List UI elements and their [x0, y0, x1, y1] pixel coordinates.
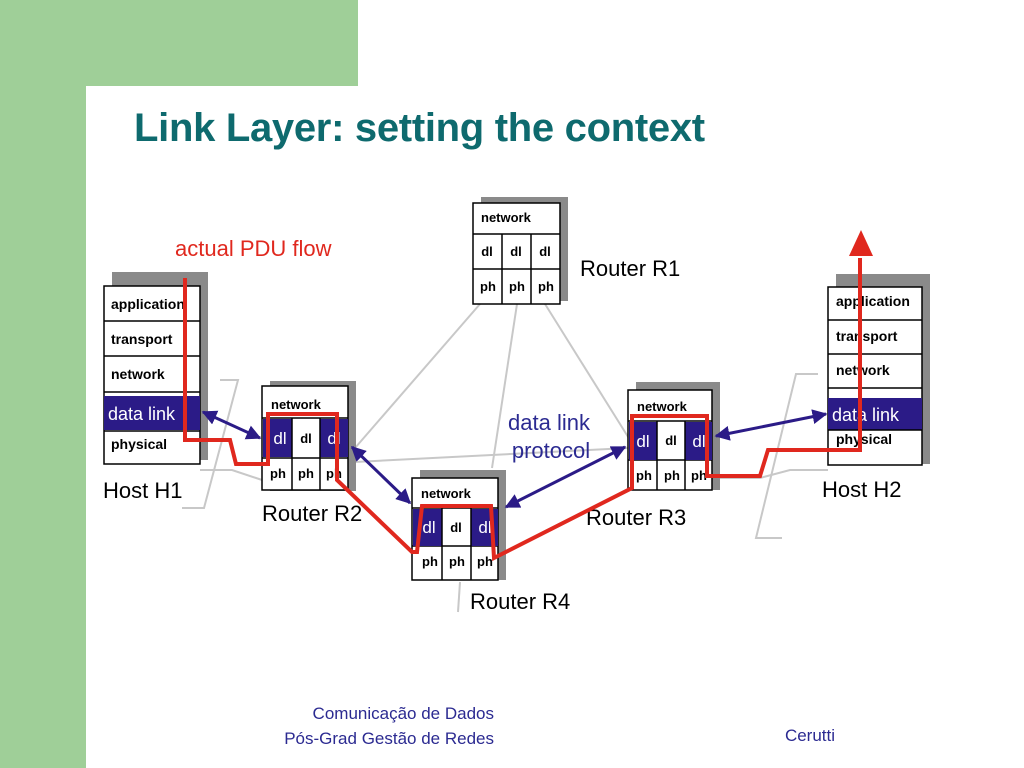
h2-layer-network: network [836, 362, 890, 378]
h1-name: Host H1 [103, 478, 182, 503]
r3-dl-1: dl [636, 432, 649, 451]
footer-course: Comunicação de Dados Pós-Grad Gestão de … [200, 701, 494, 751]
link-r1-r3 [544, 303, 631, 441]
r3-ph-1: ph [636, 468, 652, 483]
data-link-arrows [201, 409, 828, 509]
wire-h2 [754, 373, 818, 539]
pdu-flow-label: actual PDU flow [175, 236, 332, 261]
dl-arrow-r3-h2 [714, 409, 828, 441]
r3-ph-3: ph [691, 468, 707, 483]
link-r1-r2 [354, 303, 481, 449]
r2-name: Router R2 [262, 501, 362, 526]
r3-name: Router R3 [586, 505, 686, 530]
link-h1-r2 [200, 469, 263, 481]
r1-dl-3: dl [539, 244, 551, 259]
dl-arrow-h1-r2 [201, 410, 262, 440]
r2-network-label: network [271, 397, 322, 412]
network-links [182, 303, 828, 613]
r4-ph-2: ph [449, 554, 465, 569]
router-r2: network dl dl dl ph ph ph Router R2 [261, 381, 362, 526]
h2-layer-data-link: data link [832, 405, 900, 425]
r3-network-label: network [637, 399, 688, 414]
link-r4-below [457, 581, 461, 613]
r1-dl-2: dl [510, 244, 522, 259]
pdu-flow-arrowhead [849, 230, 873, 256]
h2-layer-transport: transport [836, 328, 898, 344]
h1-layer-transport: transport [111, 331, 173, 347]
r1-ph-3: ph [538, 279, 554, 294]
r1-dl-1: dl [481, 244, 493, 259]
r2-dl-2: dl [300, 431, 312, 446]
r2-ph-2: ph [298, 466, 314, 481]
r2-dl-1: dl [273, 429, 286, 448]
router-r4: network dl dl dl ph ph ph Router R4 [411, 470, 570, 614]
h2-name: Host H2 [822, 477, 901, 502]
r3-dl-3: dl [692, 432, 705, 451]
router-r1: network dl dl dl ph ph ph Router R1 [472, 197, 680, 305]
host-h2: application transport network data link … [822, 274, 930, 502]
h1-layer-application: application [111, 296, 185, 312]
r4-network-label: network [421, 486, 472, 501]
r4-name: Router R4 [470, 589, 570, 614]
r4-ph-3: ph [477, 554, 493, 569]
h1-layer-data-link: data link [108, 404, 176, 424]
r4-dl-2: dl [450, 520, 462, 535]
wire-h1 [182, 379, 240, 509]
r1-name: Router R1 [580, 256, 680, 281]
background-green-top [0, 0, 358, 86]
h2-layer-physical: physical [836, 431, 892, 447]
r1-ph-1: ph [480, 279, 496, 294]
pdu-flow-path [183, 258, 862, 562]
h1-layer-physical: physical [111, 436, 167, 452]
r4-ph-1: ph [422, 554, 438, 569]
footer-line2: Pós-Grad Gestão de Redes [284, 729, 494, 748]
protocol-label-line2: protocol [512, 438, 590, 463]
r4-dl-1: dl [422, 518, 435, 537]
protocol-label-line1: data link [508, 410, 591, 435]
h2-layer-application: application [836, 293, 910, 309]
r1-ph-2: ph [509, 279, 525, 294]
h1-layer-network: network [111, 366, 165, 382]
background-green-strip [0, 0, 86, 768]
dl-arrow-r2-r4 [350, 445, 412, 505]
r3-ph-2: ph [664, 468, 680, 483]
r1-network-label: network [481, 210, 532, 225]
r2-ph-3: ph [326, 466, 342, 481]
footer-author: Cerutti [784, 726, 836, 745]
host-h1: application transport network data link … [103, 272, 208, 503]
link-r1-r4 [491, 303, 518, 469]
dl-arrow-r4-r3 [504, 445, 627, 509]
slide-title: Link Layer: setting the context [134, 106, 705, 150]
r2-ph-1: ph [270, 466, 286, 481]
r3-dl-2: dl [665, 433, 677, 448]
r4-dl-3: dl [478, 518, 491, 537]
footer-line1: Comunicação de Dados [312, 704, 494, 723]
